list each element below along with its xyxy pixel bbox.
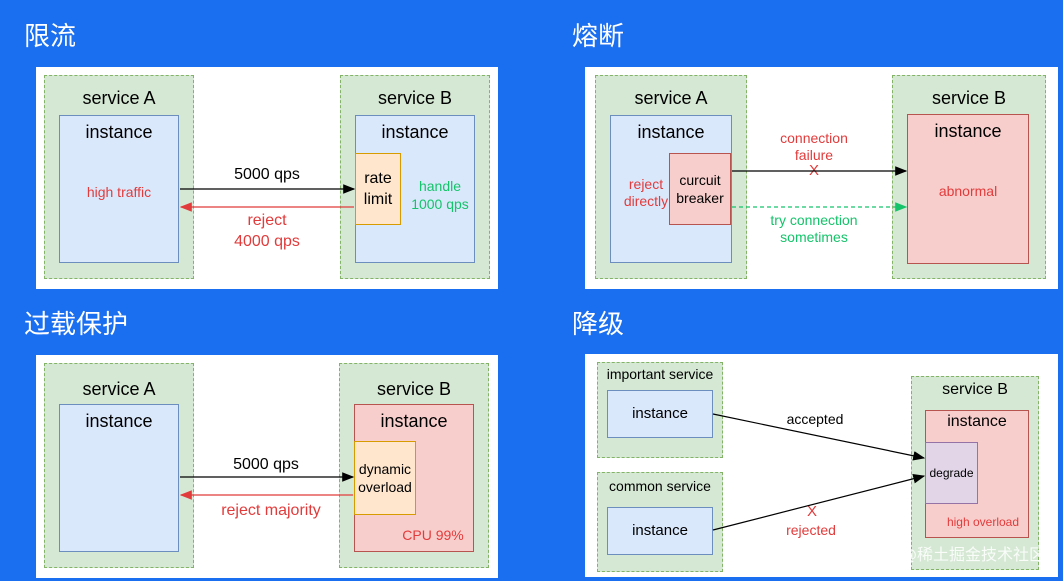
degrade-box: degrade bbox=[925, 442, 978, 504]
service-a-label: service A bbox=[82, 379, 156, 399]
accepted-arrow bbox=[712, 413, 926, 461]
service-a-label: service A bbox=[82, 88, 156, 108]
instance-b-label: instance bbox=[947, 413, 1007, 430]
instance-important: instance bbox=[607, 390, 713, 438]
try-connection-line-1: try connection bbox=[770, 212, 858, 228]
section-title-degrade: 降级 bbox=[572, 310, 625, 340]
dynamic-overload-box: dynamic overload bbox=[354, 441, 416, 515]
rejected-label: rejected bbox=[786, 522, 836, 538]
connection-failure-line-1: connection bbox=[780, 130, 848, 146]
instance-b-label: instance bbox=[381, 122, 449, 142]
service-b-label: service B bbox=[376, 379, 452, 399]
important-service-label: important service bbox=[606, 366, 714, 382]
instance-a: instance bbox=[59, 404, 179, 552]
watermark: @稀土掘金技术社区 bbox=[900, 545, 1045, 564]
instance-a: instance high traffic bbox=[59, 115, 179, 263]
instance-a-label: instance bbox=[637, 122, 705, 142]
reject-directly-line-1: reject bbox=[628, 176, 664, 192]
reject-majority-label: reject majority bbox=[221, 502, 321, 519]
instance-common-label: instance bbox=[632, 522, 688, 539]
instance-important-label: instance bbox=[632, 405, 688, 422]
reject-directly-line-2: directly bbox=[623, 193, 669, 209]
reject-label: reject bbox=[247, 212, 287, 229]
degrade-panel: important service instance common servic… bbox=[585, 354, 1058, 577]
rate-limit-panel: service A instance high traffic service … bbox=[36, 67, 498, 289]
accepted-label: accepted bbox=[786, 411, 844, 427]
rate-limit-line-2: limit bbox=[363, 191, 393, 208]
service-b-label: service B bbox=[942, 381, 1008, 398]
service-b-label: service B bbox=[377, 88, 453, 108]
degrade-label: degrade bbox=[929, 466, 974, 480]
connection-failure-line-2: failure bbox=[794, 147, 834, 163]
overload-arrows bbox=[179, 472, 355, 500]
qps-in-label: 5000 qps bbox=[233, 456, 299, 473]
section-title-circuit-breaker: 熔断 bbox=[572, 22, 625, 52]
section-title-rate-limit: 限流 bbox=[24, 22, 77, 52]
handle-label: handle bbox=[418, 178, 462, 194]
instance-b-label: instance bbox=[934, 121, 1002, 141]
service-a-label: service A bbox=[634, 88, 708, 108]
common-service-label: common service bbox=[609, 478, 711, 494]
reject-qps-label: 4000 qps bbox=[234, 233, 300, 250]
abnormal-label: abnormal bbox=[938, 183, 998, 199]
overload-panel: service A instance service B instance CP… bbox=[36, 355, 498, 578]
instance-a-label: instance bbox=[85, 411, 153, 431]
circuit-breaker-panel: service A instance reject directly curcu… bbox=[585, 67, 1058, 289]
rejected-x-mark: X bbox=[806, 503, 817, 520]
circuit-breaker-arrows bbox=[732, 166, 908, 212]
cpu-label: CPU 99% bbox=[402, 527, 464, 543]
instance-b-label: instance bbox=[380, 411, 448, 431]
degrade-arrows bbox=[712, 413, 926, 531]
dynamic-line-2: overload bbox=[358, 479, 412, 495]
instance-a-label: instance bbox=[85, 122, 153, 142]
rate-limit-box: rate limit bbox=[355, 153, 401, 225]
section-title-overload: 过载保护 bbox=[24, 310, 129, 340]
high-traffic-label: high traffic bbox=[86, 184, 152, 200]
service-b-label: service B bbox=[931, 88, 1007, 108]
dynamic-line-1: dynamic bbox=[358, 461, 412, 477]
instance-common: instance bbox=[607, 507, 713, 555]
circuit-breaker-box: curcuit breaker bbox=[669, 153, 731, 225]
high-overload-label: high overload bbox=[946, 515, 1020, 529]
rejected-arrow bbox=[712, 474, 926, 531]
handle-qps-label: 1000 qps bbox=[411, 196, 469, 212]
breaker-line-2: breaker bbox=[676, 190, 724, 206]
breaker-line-1: curcuit bbox=[679, 172, 721, 188]
try-connection-line-2: sometimes bbox=[780, 229, 848, 245]
qps-in-label: 5000 qps bbox=[234, 166, 300, 183]
instance-b: instance abnormal bbox=[907, 114, 1029, 264]
rate-limit-line-1: rate bbox=[364, 170, 392, 187]
rate-limit-arrows bbox=[179, 184, 356, 212]
